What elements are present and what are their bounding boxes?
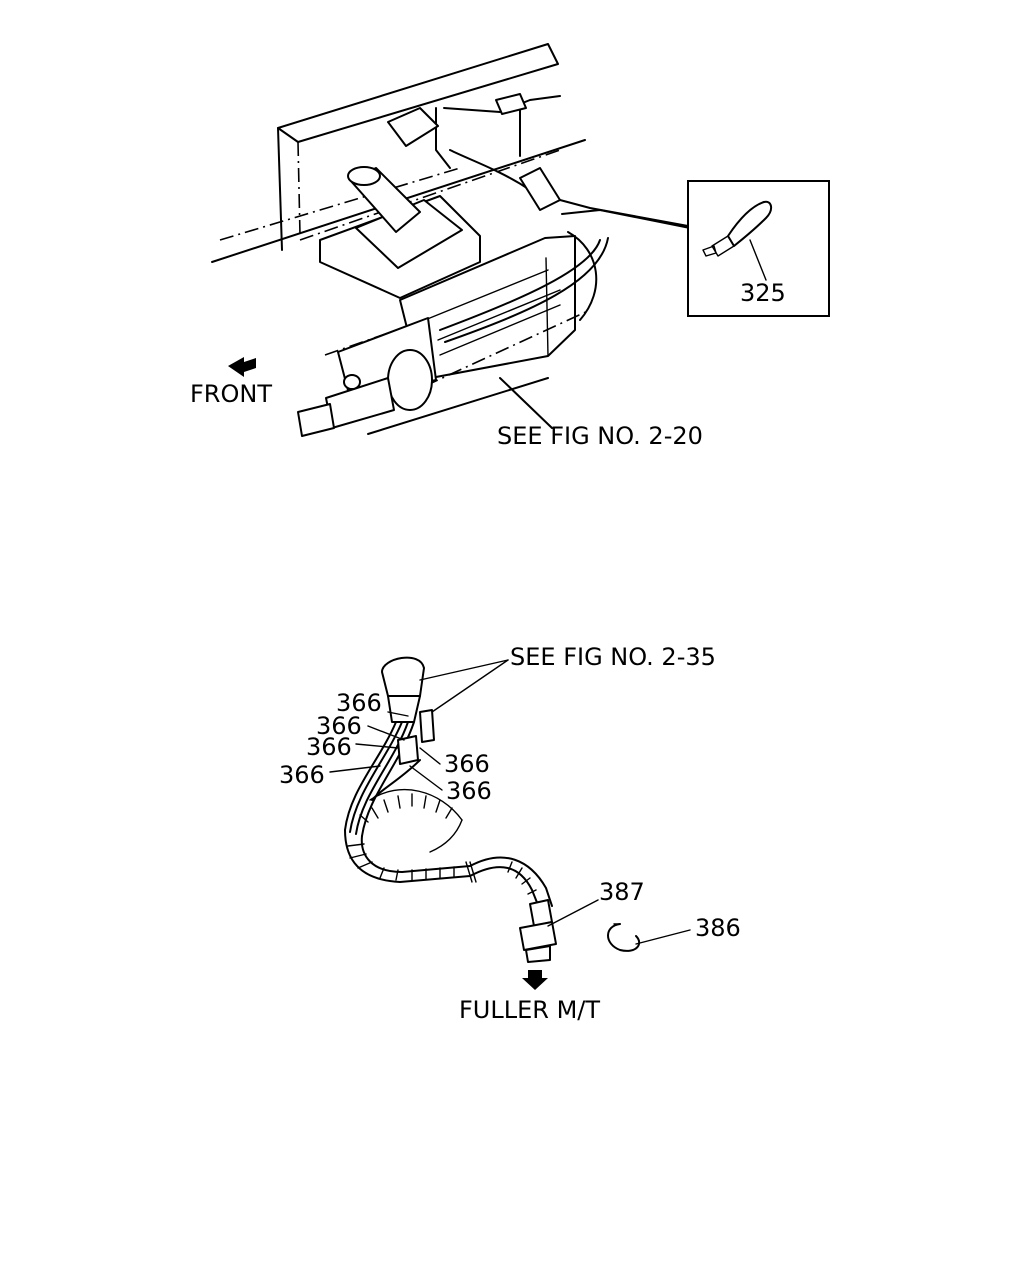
part-386-label: 386 — [695, 914, 741, 942]
part-366-label-6: 366 — [446, 777, 492, 805]
leader-lines — [329, 659, 691, 945]
part-366-label-3: 366 — [306, 733, 352, 761]
see-fig-2-35-label: SEE FIG NO. 2-35 — [510, 643, 716, 671]
front-label: FRONT — [190, 380, 272, 408]
snap-ring-icon — [607, 923, 641, 952]
part-366-label-4: 366 — [279, 761, 325, 789]
part-325-label: 325 — [740, 279, 786, 307]
part-366-label-5: 366 — [444, 750, 490, 778]
part-366-label-2: 366 — [316, 712, 362, 740]
inset-box-clamp: 325 — [687, 180, 830, 317]
part-366-label-1: 366 — [336, 689, 382, 717]
fuller-mt-label: FULLER M/T — [459, 996, 600, 1024]
see-fig-2-20-label: SEE FIG NO. 2-20 — [497, 422, 703, 450]
cable-tie-icon — [727, 200, 772, 247]
part-387-label: 387 — [599, 878, 645, 906]
shift-harness-assembly — [344, 656, 641, 990]
cab-floor-assembly — [211, 43, 691, 437]
down-arrow-icon — [522, 970, 548, 990]
front-direction-marker: FRONT — [190, 357, 272, 408]
front-arrow-icon — [228, 357, 256, 377]
